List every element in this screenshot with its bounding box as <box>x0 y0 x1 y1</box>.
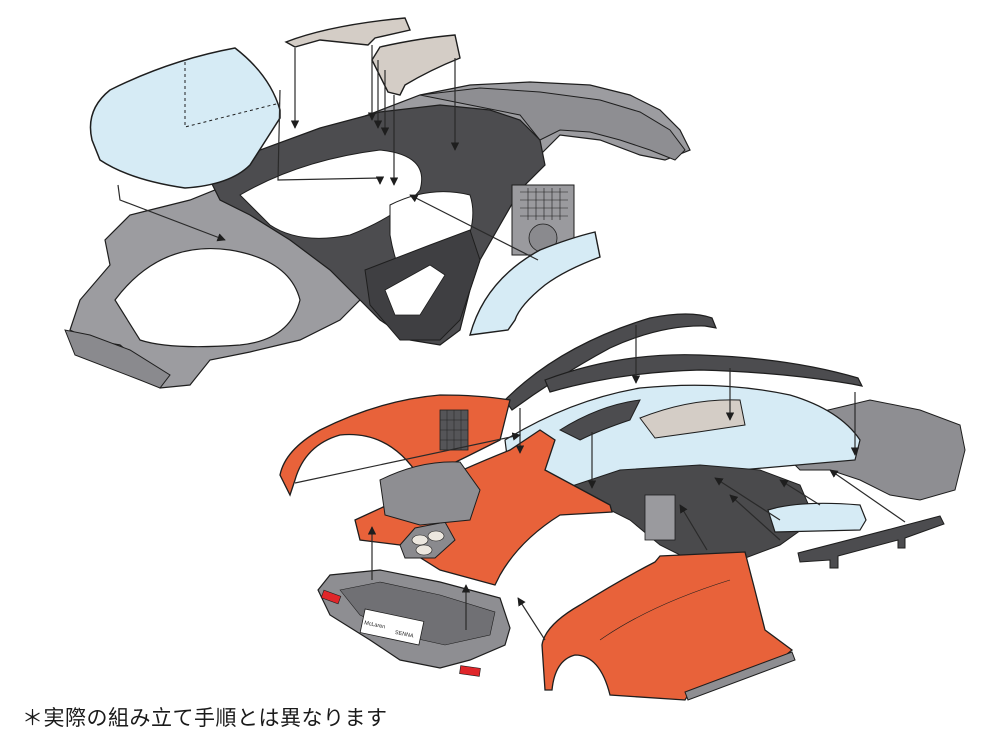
taillight-right <box>459 665 481 677</box>
windshield-glass <box>89 47 281 189</box>
front-bodywork <box>279 394 613 586</box>
cockpit-panel <box>558 399 641 441</box>
side-window-glass-upper <box>469 231 601 336</box>
rear-spoiler-bar <box>797 515 945 569</box>
taillight-left <box>320 589 342 605</box>
rear-quarter-glass <box>767 502 867 533</box>
roof-inlay <box>639 399 746 439</box>
upper-assembly <box>64 17 691 389</box>
inner-chassis-frame <box>209 104 546 346</box>
roof-rail-right <box>544 354 864 393</box>
roof-panel-left <box>284 17 411 48</box>
assembly-arrows-lower <box>294 325 906 641</box>
assembly-arrows-upper <box>117 45 539 261</box>
disclaimer-caption: ＊実際の組み立て手順とは異なります <box>22 706 388 730</box>
side-radiator-grid <box>644 494 676 541</box>
license-plate: McLaren SENNA <box>359 608 425 646</box>
interior-tub <box>558 464 816 566</box>
rear-fender <box>541 551 796 701</box>
badge-brand: McLaren <box>364 620 386 630</box>
roof-panel-right <box>371 34 461 96</box>
badge-model: SENNA <box>394 630 414 640</box>
roof-rail-left <box>504 313 717 411</box>
lower-assembly: McLaren SENNA <box>279 313 966 701</box>
rear-diffuser: McLaren SENNA <box>317 569 511 677</box>
